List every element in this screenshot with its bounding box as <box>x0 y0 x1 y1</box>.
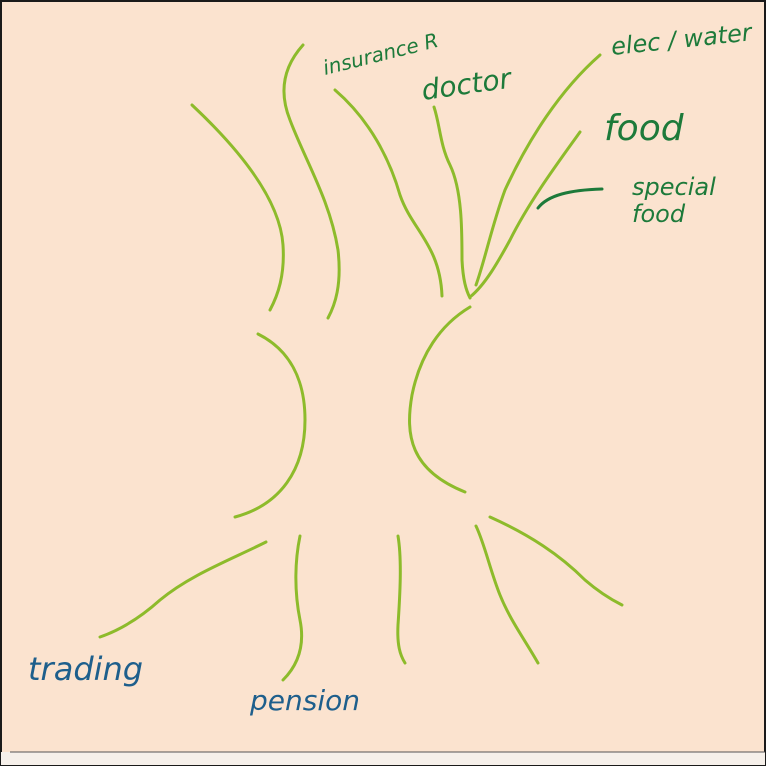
paper-bottom-edge <box>1 752 765 765</box>
label-special-food-line1: special <box>632 173 716 201</box>
label-pension: pension <box>249 684 360 717</box>
label-trading: trading <box>28 650 143 688</box>
label-food: food <box>604 108 685 149</box>
label-special-food-line2: food <box>632 200 686 228</box>
